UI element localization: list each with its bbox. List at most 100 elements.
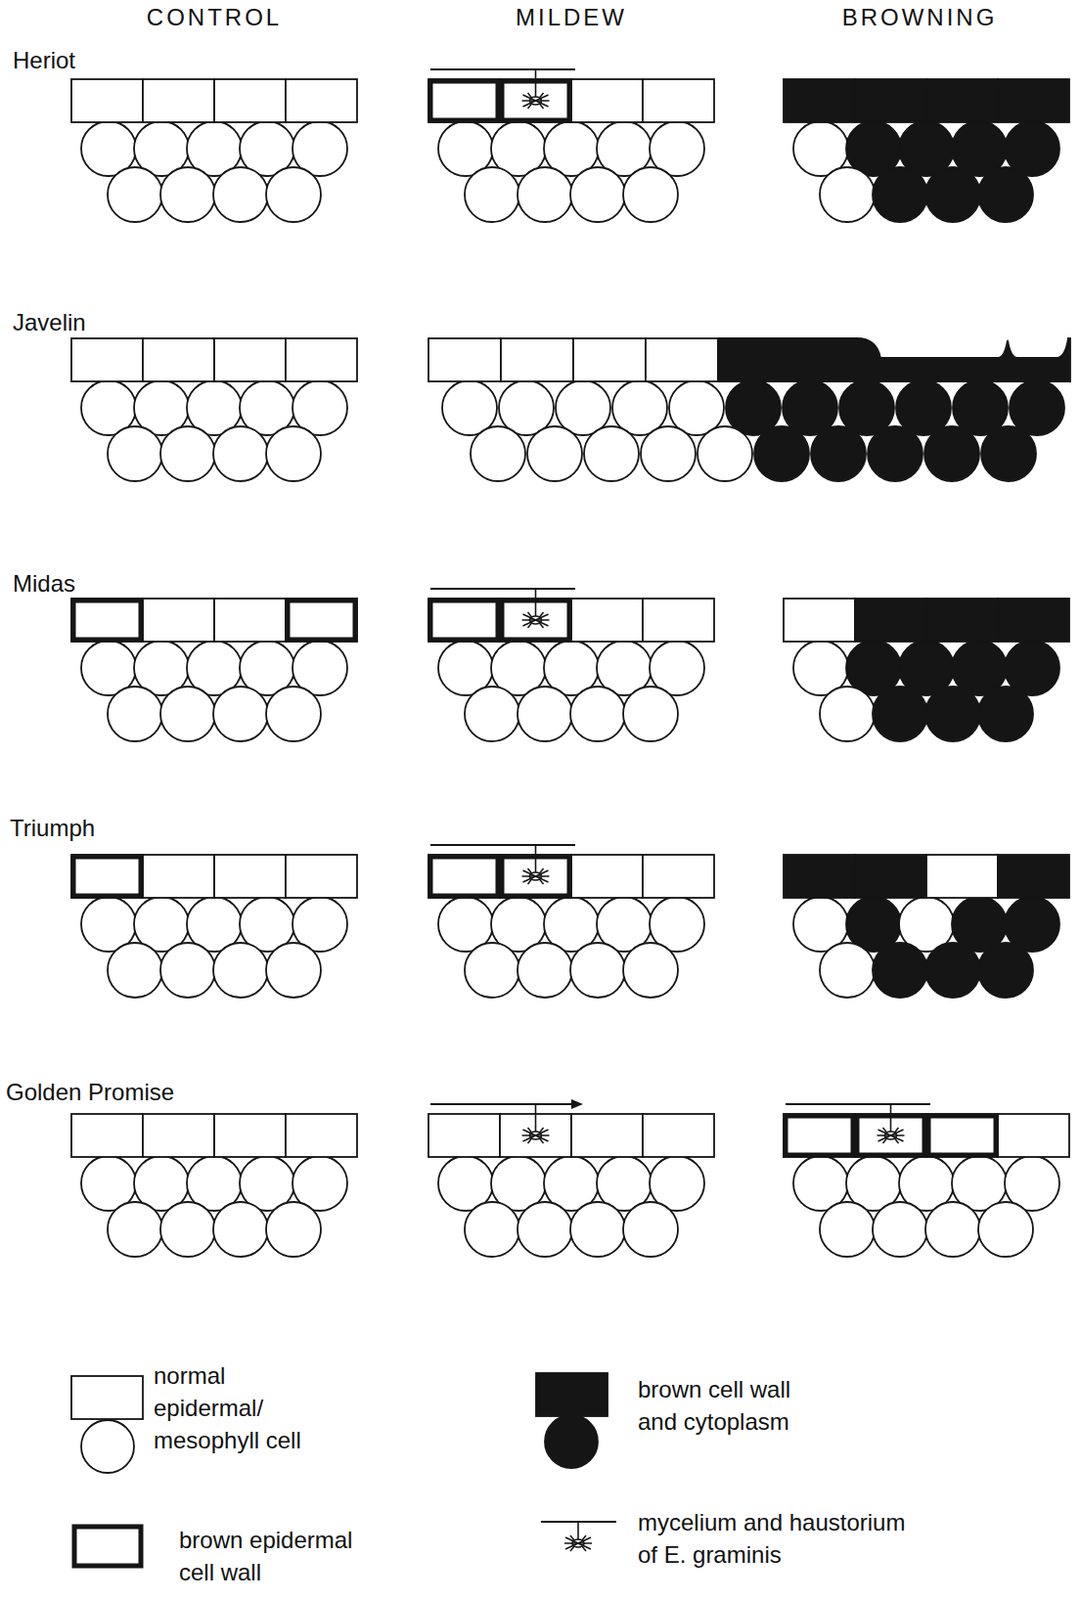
brown-mesophyll-cell: [872, 686, 928, 742]
leaf-section: [783, 598, 1070, 742]
column-heading: BROWNING: [842, 3, 998, 32]
epidermal-cell: [428, 79, 500, 123]
brown-mesophyll-cell: [978, 686, 1034, 742]
mesophyll-cell: [160, 167, 216, 223]
mesophyll-cell: [107, 426, 163, 482]
mesophyll-cell: [160, 686, 216, 742]
legend-text: mycelium and haustorium of E. graminis: [637, 1506, 912, 1572]
mesophyll-cell: [517, 686, 573, 742]
mesophyll-cell: [640, 426, 696, 482]
epidermal-cell: [642, 855, 715, 899]
mesophyll-cell: [266, 686, 321, 742]
cultivar-name: Heriot: [12, 46, 76, 75]
brown-mesophyll-cell: [925, 686, 981, 742]
brown-mesophyll-cell: [978, 943, 1034, 998]
mesophyll-cell: [266, 943, 321, 998]
haustorium-neck: [535, 1104, 538, 1132]
brown-mesophyll-cell: [872, 943, 928, 998]
brown-mesophyll-cell: [725, 380, 781, 436]
epidermal-cell: [783, 598, 855, 642]
haustorium-lobe: [528, 879, 533, 885]
brown-epidermal-cell: [926, 598, 998, 642]
brown-epidermal-wall: [287, 600, 356, 640]
mesophyll-cell: [570, 943, 626, 998]
haustorium-lobe: [522, 99, 550, 102]
epidermal-cell: [71, 855, 143, 899]
haustorium-lobe: [540, 1138, 544, 1144]
legend-text: normal epidermal/ mesophyll cell: [153, 1359, 320, 1457]
brown-epidermal-wall: [430, 81, 498, 121]
mycelium-hypha: [430, 587, 576, 590]
epidermal-cell: [571, 1114, 643, 1158]
leaf-section: [428, 69, 715, 223]
mesophyll-cell: [517, 167, 573, 223]
cultivar-name: Triumph: [9, 814, 95, 843]
haustorium-lobe: [540, 1127, 544, 1133]
brown-epidermal-cell: [997, 598, 1070, 642]
brown-epidermal-cell: [783, 855, 855, 899]
brown-mesophyll-cell: [867, 426, 923, 482]
epidermal-cell: [142, 1114, 215, 1158]
leaf-section: [783, 855, 1070, 998]
haustorium-lobe: [883, 1138, 888, 1144]
epidermal-cell: [783, 1114, 855, 1158]
brown-mesophyll-cell: [952, 380, 1008, 436]
epidermal-cell: [285, 1114, 358, 1158]
legend-normal-epidermal: [71, 1376, 143, 1420]
legend-text: brown epidermal cell wall: [179, 1524, 380, 1589]
mesophyll-cell: [160, 426, 216, 482]
mesophyll-cell: [464, 1202, 520, 1258]
mesophyll-cell: [160, 943, 216, 998]
mesophyll-cell: [978, 1202, 1034, 1258]
mycelium-hypha: [430, 1103, 576, 1106]
legend-brown-mesophyll: [544, 1415, 598, 1469]
brown-epidermal-wall: [430, 600, 498, 640]
epidermal-cell: [285, 338, 358, 382]
mesophyll-cell: [819, 167, 875, 223]
mesophyll-cell: [612, 380, 668, 436]
brown-mesophyll-cell: [978, 167, 1034, 223]
mesophyll-cell: [623, 943, 678, 998]
leaf-section-wide: [428, 338, 1071, 482]
column-heading: MILDEW: [515, 3, 628, 32]
epidermal-cell: [571, 79, 643, 123]
brown-mesophyll-cell: [981, 426, 1036, 482]
mesophyll-cell: [570, 1202, 626, 1258]
epidermal-cell: [142, 855, 215, 899]
leaf-section: [71, 598, 358, 742]
cultivar-name: Golden Promise: [5, 1079, 175, 1107]
mesophyll-cell: [819, 943, 875, 998]
mesophyll-cell: [107, 943, 163, 998]
brown-epidermal-wall: [785, 1116, 854, 1156]
haustorium-lobe: [528, 92, 533, 98]
hypha-arrowhead: [571, 1099, 584, 1110]
legend-normal-mesophyll: [81, 1420, 135, 1474]
epidermal-cell: [428, 598, 500, 642]
brown-mesophyll-cell: [925, 167, 981, 223]
leaf-section: [428, 1099, 715, 1258]
haustorium-lobe: [540, 612, 544, 618]
haustorium-lobe: [540, 92, 544, 98]
mesophyll-cell: [584, 426, 639, 482]
epidermal-cell: [214, 79, 286, 123]
mesophyll-cell: [213, 686, 269, 742]
epidermal-cell: [71, 338, 143, 382]
mesophyll-cell: [107, 1202, 163, 1258]
brown-mesophyll-cell: [810, 426, 866, 482]
brown-epidermal-cell: [855, 598, 927, 642]
brown-mesophyll-cell: [925, 943, 981, 998]
mesophyll-cell: [213, 167, 269, 223]
mesophyll-cell: [517, 1202, 573, 1258]
haustorium-lobe: [528, 103, 533, 109]
epidermal-cell: [428, 1114, 500, 1158]
mesophyll-cell: [819, 1202, 875, 1258]
haustorium-neck: [535, 588, 538, 617]
column-heading: CONTROL: [146, 3, 282, 32]
mycelium-hypha: [785, 1103, 931, 1106]
mesophyll-cell: [623, 167, 678, 223]
brown-epidermal-cell: [855, 79, 927, 123]
mesophyll-cell: [464, 167, 520, 223]
mycelium-hypha: [430, 844, 576, 847]
